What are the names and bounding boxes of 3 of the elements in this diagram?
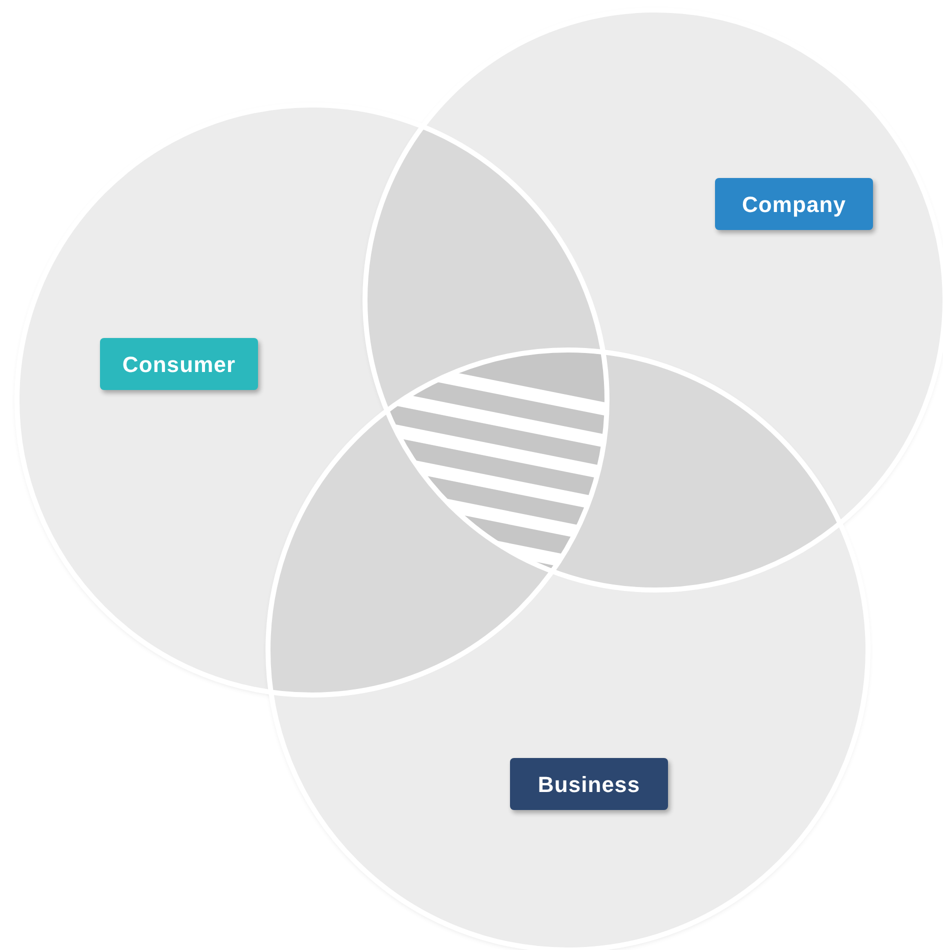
category-label: Company [715, 178, 873, 230]
category-label: Business [510, 758, 668, 810]
category-label: Consumer [100, 338, 258, 390]
